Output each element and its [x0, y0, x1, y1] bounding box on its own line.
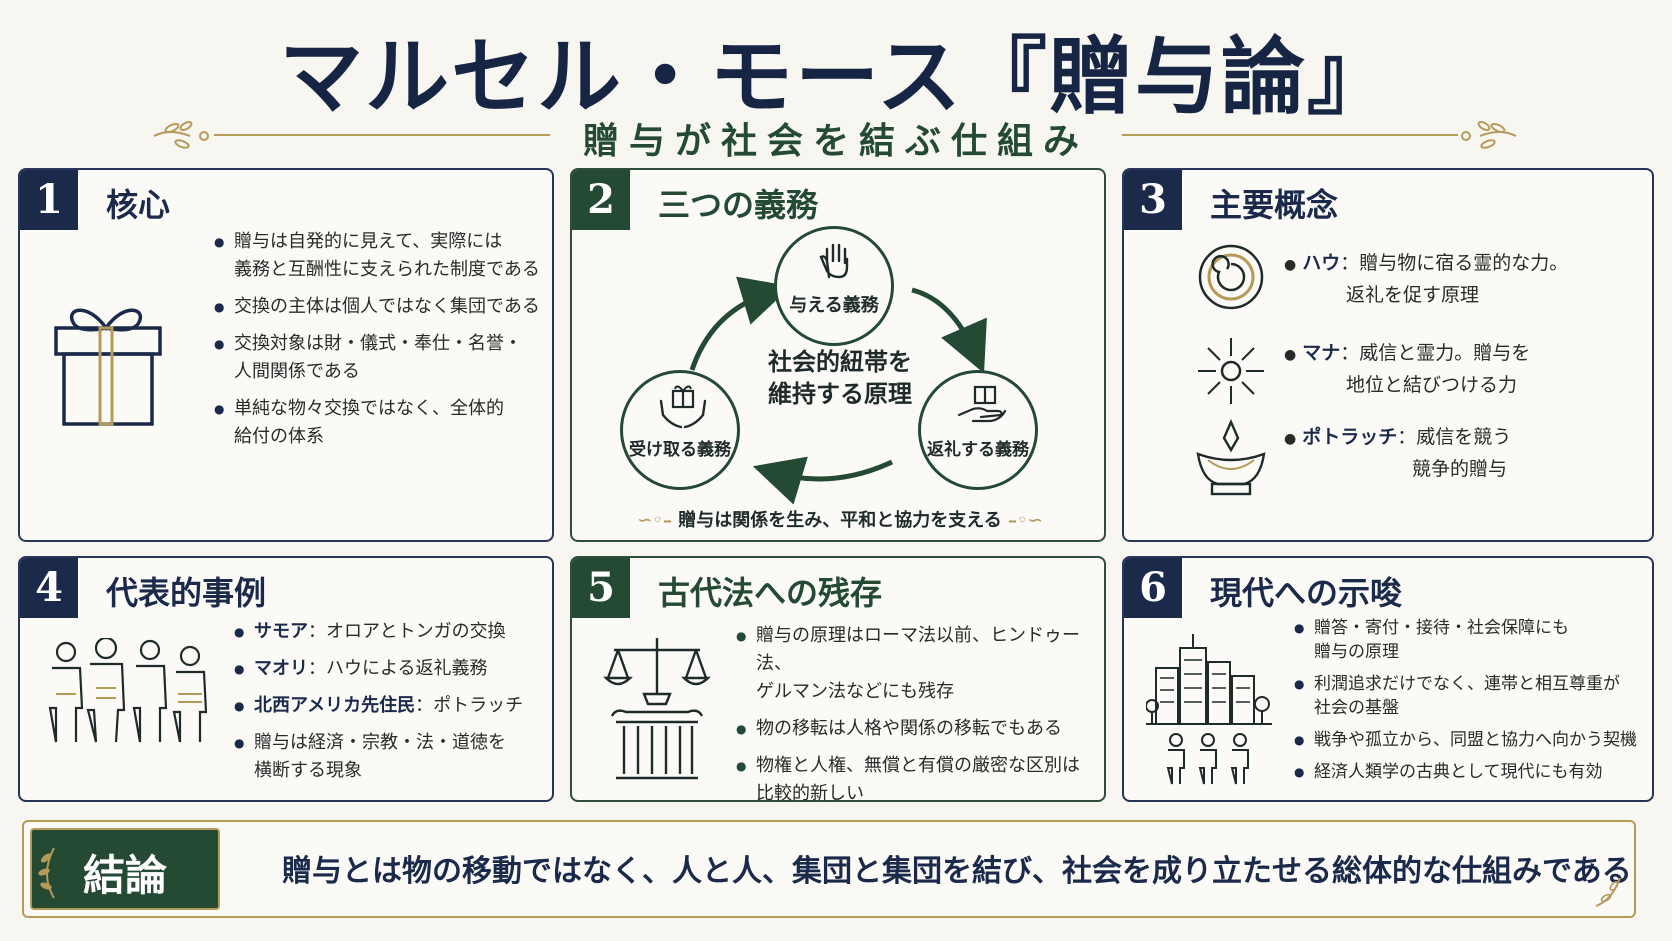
list-item: 経済人類学の古典として現代にも有効: [1294, 760, 1654, 784]
obligation-return: 返礼する義務: [918, 370, 1038, 490]
obligation-give: 与える義務: [774, 226, 894, 346]
card-title: 核心: [106, 186, 171, 224]
card-key-concepts: 3 主要概念 ● ハウ：贈与物に宿る霊的な力。 返礼を促す原理 ● マナ：威信と…: [1122, 168, 1654, 542]
laurel-corner-icon: [1595, 877, 1621, 907]
hand-icon: [819, 243, 849, 279]
concept-mana: ● マナ：威信と霊力。贈与を 地位と結びつける力: [1284, 342, 1531, 396]
page-title: マルセル・モース『贈与論』: [279, 27, 1393, 126]
cycle-arrows: [689, 276, 987, 505]
list-item: 物の移転は人格や関係の移転でもある: [736, 715, 1106, 743]
people-group-icon: [48, 638, 208, 743]
subtitle-right-rule: [1122, 134, 1458, 136]
obligation-label: 受け取る義務: [629, 440, 731, 460]
spiral-hau-icon: [1198, 244, 1264, 310]
card-three-obligations: 2 三つの義務 与える義務 受け取る義務 返礼する義務: [570, 168, 1106, 542]
right-laurel-ornament-icon: [1461, 121, 1517, 149]
concept-potlatch: ● ポトラッチ：威信を競う 競争的贈与: [1284, 426, 1512, 480]
list-item: マオリ：ハウによる返礼義務: [234, 655, 554, 683]
list-item: 交換対象は財・儀式・奉仕・名誉・人間関係である: [214, 330, 544, 386]
radiant-sun-mana-icon: [1198, 338, 1264, 404]
card-title: 代表的事例: [106, 574, 267, 612]
subtitle-row: 贈与が社会を結ぶ仕組み: [0, 112, 1672, 162]
center-principle: 社会的紐帯を 維持する原理: [768, 347, 912, 408]
list-item: 交換の主体は個人ではなく集団である: [214, 293, 544, 321]
card-title: 現代への示唆: [1210, 574, 1403, 612]
obligation-label: 与える義務: [789, 295, 879, 316]
obligation-receive: 受け取る義務: [620, 370, 740, 490]
footer-ornament-icon: ∽◦–: [637, 510, 679, 531]
list-item: 戦争や孤立から、同盟と協力へ向かう契機: [1294, 728, 1654, 752]
card-ancient-law: 5 古代法への残存 贈与の原理はローマ法以前、ヒンドゥー法、ゲルマン法などにも残…: [570, 556, 1106, 804]
footer-ornament-icon: –◦∽: [1001, 510, 1043, 531]
conclusion-banner: 結論 贈与とは物の移動ではなく、人と人、集団と集団を結び、社会を成り立たせる総体…: [22, 820, 1636, 918]
laurel-left-icon: [38, 847, 55, 899]
page-subtitle: 贈与が社会を結ぶ仕組み: [582, 120, 1089, 162]
card-title: 古代法への残存: [658, 574, 883, 612]
scales-column-icon: [603, 638, 711, 780]
card-footer: ∽◦– 贈与は関係を生み、平和と協力を支える –◦∽: [637, 510, 1043, 531]
card-number: 2: [572, 170, 630, 230]
conclusion-text: 贈与とは物の移動ではなく、人と人、集団と集団を結び、社会を成り立たせる総体的な仕…: [282, 854, 1632, 889]
hands-gift-icon: [659, 385, 707, 429]
city-people-icon: [1146, 634, 1272, 785]
card-number: 6: [1124, 558, 1182, 618]
card-number: 1: [20, 170, 78, 230]
conclusion-badge: 結論: [30, 828, 220, 910]
obligation-label: 返礼する義務: [927, 440, 1029, 460]
list-item: 北西アメリカ先住民：ポトラッチ: [234, 692, 554, 720]
card-representative-cases: 4 代表的事例 サモア：オロアとトンガの交換 マオリ：ハウによる返礼義務 北西ア…: [18, 556, 554, 802]
concept-hau: ● ハウ：贈与物に宿る霊的な力。 返礼を促す原理: [1284, 252, 1569, 306]
conclusion-label: 結論: [82, 851, 167, 900]
list-item: サモア：オロアとトンガの交換: [234, 618, 554, 646]
card-number: 4: [20, 558, 78, 618]
subtitle-left-rule: [214, 134, 550, 136]
list-item: 贈与の原理はローマ法以前、ヒンドゥー法、ゲルマン法などにも残存: [736, 622, 1106, 706]
ceremonial-vessel-potlatch-icon: [1196, 419, 1266, 496]
hand-gift-icon: [957, 385, 1007, 423]
card-number: 3: [1124, 170, 1182, 230]
left-laurel-ornament-icon: [153, 121, 209, 149]
gift-box-icon: [54, 308, 162, 426]
card-title: 主要概念: [1210, 186, 1339, 224]
card-title: 三つの義務: [658, 186, 819, 224]
card-number: 5: [572, 558, 630, 618]
